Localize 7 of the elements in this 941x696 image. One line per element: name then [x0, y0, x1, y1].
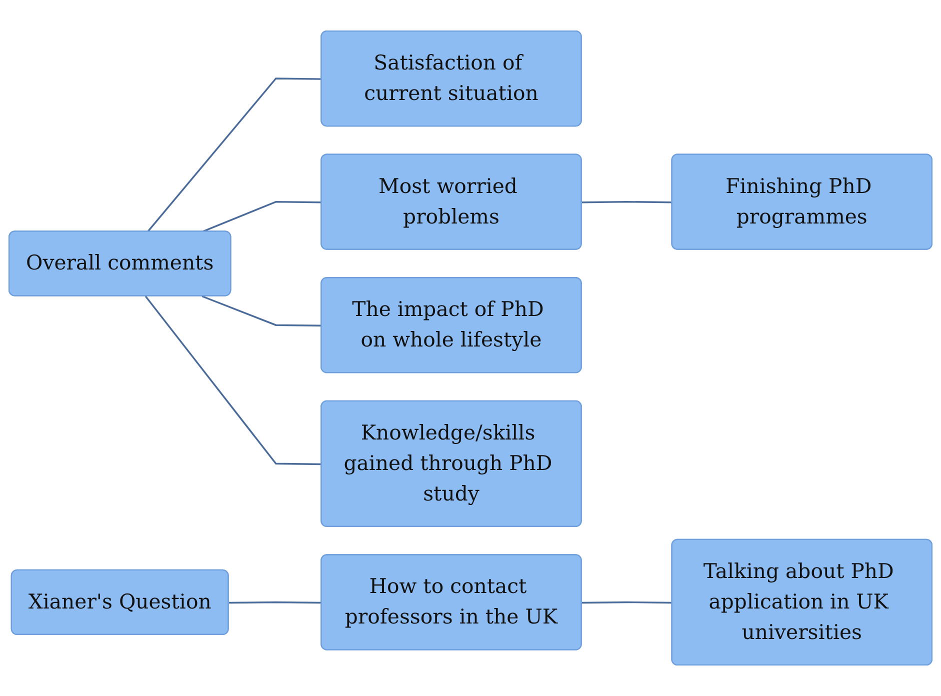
connector: [228, 601, 322, 604]
connector: [144, 296, 322, 466]
connector: [202, 295, 322, 326]
connector: [146, 78, 322, 232]
connector: [582, 200, 672, 204]
connector: [202, 200, 322, 233]
connector: [582, 601, 672, 604]
